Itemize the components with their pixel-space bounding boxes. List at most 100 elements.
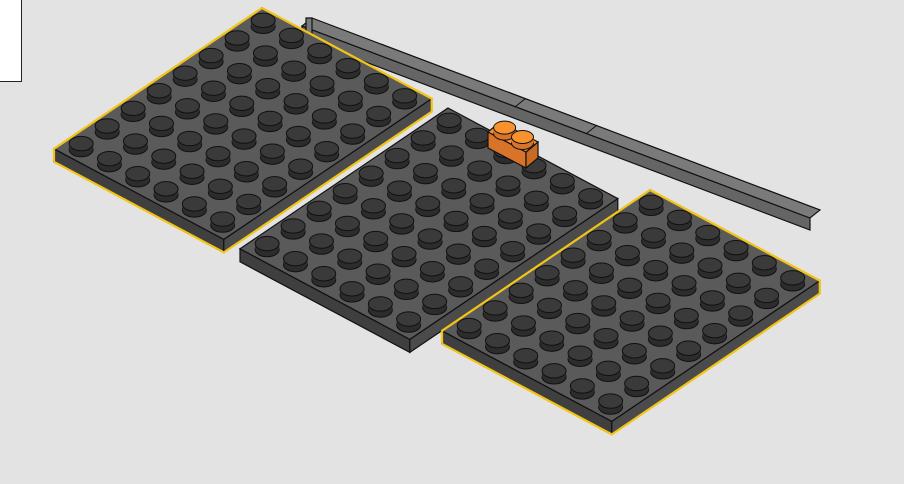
stud (542, 364, 566, 384)
stud (589, 263, 613, 283)
stud (442, 179, 466, 199)
stud (752, 256, 776, 276)
stud (178, 131, 202, 151)
stud (439, 146, 463, 166)
stud (97, 151, 121, 171)
stud (563, 281, 587, 301)
stud (615, 245, 639, 265)
stud (368, 297, 392, 317)
stud (423, 294, 447, 314)
stud (367, 106, 391, 126)
stud (335, 216, 359, 236)
stud (485, 333, 509, 353)
stud (724, 240, 748, 260)
stud (566, 313, 590, 333)
stud (230, 96, 254, 116)
stud (622, 344, 646, 364)
stud (511, 316, 535, 336)
stud (696, 225, 720, 245)
stud (509, 283, 533, 303)
stud (496, 176, 520, 196)
stud (341, 124, 365, 144)
stud (263, 177, 287, 197)
stud (468, 161, 492, 181)
stud (527, 224, 551, 244)
stud (393, 89, 417, 109)
stud (121, 101, 145, 121)
stud (309, 234, 333, 254)
stud (312, 267, 336, 287)
stud (674, 308, 698, 328)
stud (289, 159, 313, 179)
stud (592, 296, 616, 316)
stud (211, 212, 235, 232)
stud (599, 394, 623, 414)
stud (364, 74, 388, 94)
stud (540, 331, 564, 351)
stud (208, 179, 232, 199)
stud (418, 229, 442, 249)
stud (232, 129, 256, 149)
orange-brick-stud (512, 131, 534, 150)
stud (199, 48, 223, 68)
stud (359, 166, 383, 186)
stud (392, 246, 416, 266)
stud (361, 199, 385, 219)
stud (69, 136, 93, 156)
stud (524, 191, 548, 211)
stud (182, 197, 206, 217)
stud (284, 94, 308, 114)
stud (646, 293, 670, 313)
stud (149, 116, 173, 136)
stud (475, 259, 499, 279)
stud (154, 182, 178, 202)
stud (501, 241, 525, 261)
stud (95, 119, 119, 139)
stud (726, 273, 750, 293)
stud (283, 251, 307, 271)
stud (397, 312, 421, 332)
stud (483, 301, 507, 321)
stud (180, 164, 204, 184)
stud (225, 31, 249, 51)
stud (387, 181, 411, 201)
stud (260, 144, 284, 164)
stud (729, 306, 753, 326)
stud (206, 146, 230, 166)
stud (755, 288, 779, 308)
stud (281, 219, 305, 239)
stud (338, 249, 362, 269)
stud (340, 282, 364, 302)
stud (703, 323, 727, 343)
stud (201, 81, 225, 101)
stud (550, 174, 574, 194)
stud (175, 99, 199, 119)
stud (256, 79, 280, 99)
stud (568, 346, 592, 366)
stud (336, 58, 360, 78)
stud (613, 213, 637, 233)
stud (251, 13, 275, 33)
stud (570, 379, 594, 399)
stud (781, 271, 805, 291)
stud (307, 201, 331, 221)
stud (364, 231, 388, 251)
stud (620, 311, 644, 331)
stud (258, 111, 282, 131)
stud (437, 113, 461, 133)
stud (667, 210, 691, 230)
stud (446, 244, 470, 264)
stud (279, 28, 303, 48)
stud (237, 194, 261, 214)
stud (152, 149, 176, 169)
stud (312, 109, 336, 129)
stud (672, 276, 696, 296)
stud (535, 266, 559, 286)
stud (310, 76, 334, 96)
stud (449, 277, 473, 297)
stud (147, 84, 171, 104)
stud (594, 328, 618, 348)
stud (561, 248, 585, 268)
